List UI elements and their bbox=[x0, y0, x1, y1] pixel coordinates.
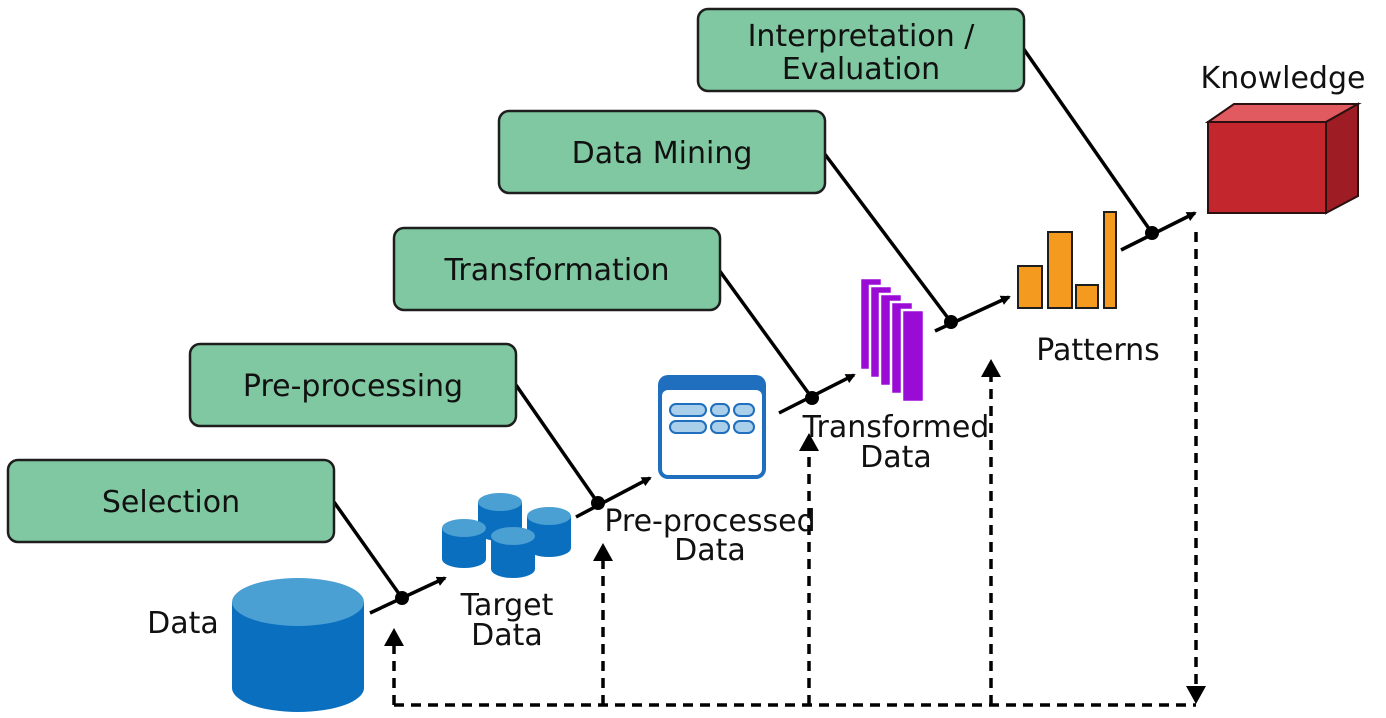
database-cluster-icon bbox=[442, 493, 571, 578]
flow-dot-transformation bbox=[805, 391, 819, 405]
arrowhead-up-datamining bbox=[981, 359, 1001, 377]
bar-patterns-icon bbox=[1017, 211, 1117, 309]
connector-selection bbox=[332, 500, 404, 600]
stage-label-preprocessing: Pre-processing bbox=[243, 369, 463, 404]
data-table-icon bbox=[658, 375, 766, 479]
stage-label-interpretation-line2: Evaluation bbox=[782, 52, 940, 87]
artifact-label-transformed-line1: Transformed bbox=[802, 410, 990, 445]
connector-preprocessing bbox=[514, 384, 600, 504]
stacked-sheets-icon bbox=[858, 276, 926, 404]
artifact-label-preprocessed-line2: Data bbox=[674, 533, 746, 568]
stage-box-datamining: Data Mining bbox=[497, 109, 827, 195]
artifact-label-preprocessed-line1: Pre-processed bbox=[604, 504, 815, 539]
feedback-loop bbox=[392, 232, 1198, 707]
artifact-label-knowledge: Knowledge bbox=[1201, 61, 1366, 96]
database-cylinder-icon bbox=[232, 578, 364, 712]
cube-front bbox=[1207, 121, 1327, 214]
cube-side bbox=[1325, 102, 1359, 215]
cube-icon bbox=[1204, 102, 1362, 215]
arrowhead-up-preprocessing bbox=[593, 543, 613, 561]
stage-label-datamining: Data Mining bbox=[572, 136, 753, 171]
small-cylinder-right bbox=[527, 507, 571, 557]
flow-dot-datamining bbox=[944, 315, 958, 329]
stage-connectors bbox=[332, 46, 1154, 600]
small-cylinder-front bbox=[491, 527, 535, 578]
flow-arrow-target-to-preprocessed bbox=[575, 476, 652, 519]
artifact-label-data: Data bbox=[147, 606, 219, 641]
stage-box-preprocessing: Pre-processing bbox=[188, 342, 518, 428]
stage-label-interpretation-line1: Interpretation / bbox=[748, 19, 976, 54]
connector-datamining bbox=[822, 151, 953, 324]
stage-box-transformation: Transformation bbox=[392, 226, 722, 312]
arrowhead-down-bottom bbox=[1186, 686, 1206, 704]
artifact-label-transformed-line2: Data bbox=[860, 440, 932, 475]
connector-transformation bbox=[717, 268, 814, 400]
flow-dot-selection bbox=[395, 591, 409, 605]
flow-dot-interpretation bbox=[1145, 226, 1159, 240]
artifact-label-patterns: Patterns bbox=[1036, 333, 1160, 368]
stage-box-selection: Selection bbox=[6, 458, 336, 544]
connector-interpretation bbox=[1021, 46, 1154, 235]
stage-box-interpretation: Interpretation / Evaluation bbox=[696, 7, 1026, 93]
small-cylinder-left bbox=[442, 519, 486, 568]
feedback-arrowheads bbox=[384, 359, 1206, 704]
arrowhead-up-selection bbox=[384, 628, 404, 646]
stage-label-selection: Selection bbox=[102, 485, 240, 520]
flow-arrows bbox=[369, 211, 1197, 615]
artifact-label-target-line1: Target bbox=[460, 588, 554, 623]
flow-dots bbox=[395, 226, 1159, 605]
artifact-label-target-line2: Data bbox=[471, 618, 543, 653]
flow-dot-preprocessing bbox=[591, 496, 605, 510]
stage-label-transformation: Transformation bbox=[443, 253, 669, 288]
arrowhead-up-transformation bbox=[799, 433, 819, 451]
